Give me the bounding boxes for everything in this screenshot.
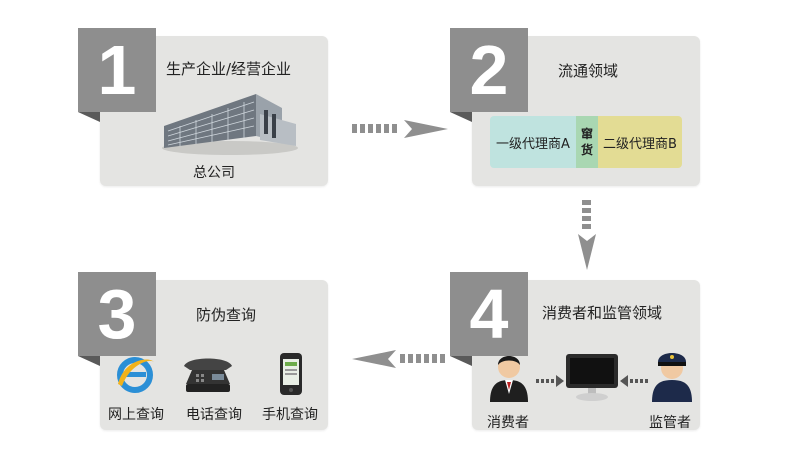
step-2-number: 2 [450, 28, 528, 112]
step-3-card: 3 防伪查询 网上查询 电话查询 手机查询 [78, 272, 328, 430]
agent-a-block: 一级代理商A [490, 116, 576, 168]
step-1-card: 1 生产企业/经营企业 总公司 [78, 28, 328, 186]
cross-region-char-2: 货 [580, 143, 593, 157]
step-3-title: 防伪查询 [196, 306, 257, 324]
step-3-fold [78, 356, 100, 366]
step-2-title: 流通领域 [558, 62, 619, 80]
consumer-link-arrowhead [556, 375, 564, 387]
browser-icon [117, 357, 154, 393]
cross-region-char-1: 窜 [580, 127, 593, 141]
supervisor-link-arrowhead [620, 375, 628, 387]
arrow-down-icon [578, 234, 596, 270]
method-web: 网上查询 [108, 407, 164, 423]
step-2-fold [450, 112, 472, 122]
agent-b-block: 二级代理商B [598, 116, 682, 168]
step-4-title: 消费者和监管领域 [542, 304, 663, 322]
supervisor-person-icon [652, 353, 692, 402]
consumer-label: 消费者 [487, 415, 529, 431]
step-4-card: 4 消费者和监管领域 消费者 监管者 [450, 272, 700, 431]
monitor-icon [566, 354, 618, 401]
step-1-number: 1 [78, 28, 156, 112]
arrow-right-icon [404, 120, 448, 138]
arrow-down-dashes [582, 200, 591, 229]
step-4-fold [450, 356, 472, 366]
consumer-person-icon [490, 356, 528, 402]
method-mobile: 手机查询 [262, 407, 318, 423]
supervisor-label: 监管者 [649, 415, 691, 431]
method-phone: 电话查询 [186, 407, 242, 423]
step-1-title: 生产企业/经营企业 [166, 60, 292, 78]
cross-region-block: 窜 货 [576, 116, 598, 168]
consumer-link-dots [536, 379, 554, 383]
telephone-icon [184, 358, 232, 392]
arrow-left-dashes [400, 354, 445, 363]
mobile-phone-icon [280, 353, 302, 395]
arrow-left-icon [352, 350, 396, 368]
step-4-number: 4 [450, 272, 528, 356]
step-1-caption: 总公司 [193, 165, 235, 181]
step-2-card: 2 流通领域 一级代理商A 窜 货 二级代理商B [450, 28, 700, 186]
arrow-right-dashes [352, 124, 397, 133]
step-3-number: 3 [78, 272, 156, 356]
step-1-fold [78, 112, 100, 122]
supervisor-link-dots [630, 379, 648, 383]
building-icon [162, 94, 298, 155]
